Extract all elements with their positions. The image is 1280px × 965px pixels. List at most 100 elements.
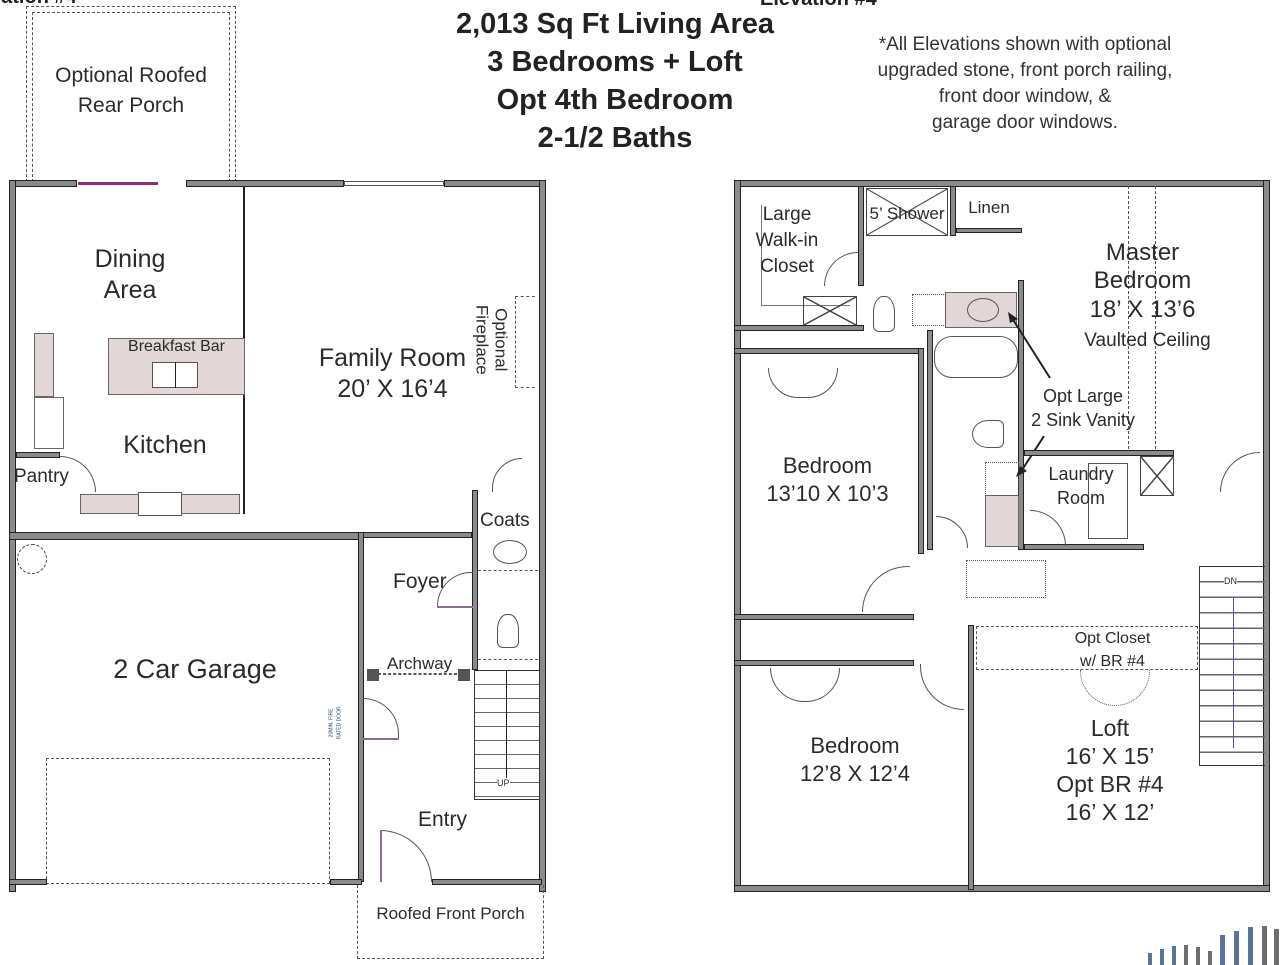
rear-porch-label: Rear Porch (77, 94, 185, 117)
fire-door-leaf (363, 738, 399, 740)
powder-floor-lines (478, 570, 538, 660)
note-line: front door window, & (938, 86, 1112, 107)
brand-logo-bars (1148, 926, 1279, 965)
vanity-callout: Opt Large (1042, 386, 1124, 406)
opt-closet-outline (976, 626, 1198, 670)
front-door-leaf (380, 830, 382, 882)
washer-dryer (1088, 463, 1128, 539)
hall-attic-access (966, 560, 1046, 598)
master-bedroom-size: 18’ X 13’6 (1089, 296, 1196, 323)
note-line: garage door windows. (932, 112, 1118, 133)
powder-sink (493, 540, 527, 564)
vaulted-ceiling-line (1128, 186, 1156, 454)
opt-vanity-hall-outline (985, 462, 1019, 496)
rear-porch-inner (32, 12, 230, 182)
vaulted-ceiling-label: Vaulted Ceiling (1084, 330, 1211, 351)
rear-porch-label: Optional Roofed (55, 64, 207, 87)
walk-in-closet-label: Large (762, 204, 812, 225)
staircase-down (1199, 566, 1265, 766)
garage-door-outline (46, 758, 330, 884)
bedroom2-size: 13’10 X 10’3 (766, 481, 889, 506)
linen-wall (956, 228, 1022, 233)
bedroom3-size: 12’8 X 12’4 (799, 761, 911, 786)
hvac-xbox (1140, 456, 1174, 496)
bedroom3-right-wall (968, 625, 974, 890)
range (138, 492, 182, 516)
elevation-label-left: Elevation #4 (0, 0, 77, 9)
bedroom2-right-wall (918, 348, 924, 554)
garage-front-wall-left (9, 879, 47, 885)
opt-bedroom-line: Opt 4th Bedroom (496, 84, 734, 116)
family-room-label: Family Room (318, 344, 467, 372)
bathtub (934, 336, 1018, 378)
bedroom3-top-wall (734, 660, 914, 666)
dining-area-label: Dining (94, 245, 166, 273)
front-porch-label: Roofed Front Porch (376, 904, 525, 923)
fridge (34, 397, 64, 449)
dining-area-label: Area (103, 276, 157, 304)
rear-porch-outline (26, 6, 236, 182)
stairs-down-arrow (1233, 598, 1234, 748)
garage-label: 2 Car Garage (113, 654, 277, 684)
garage-front-wall-right (330, 879, 362, 885)
family-window (344, 181, 444, 186)
baths-line: 2-1/2 Baths (537, 122, 693, 154)
toilet-master (873, 296, 895, 332)
note-line: upgraded stone, front porch railing, (877, 60, 1173, 81)
bedrooms-line: 3 Bedrooms + Loft (487, 46, 743, 78)
powder-door-leaf (437, 606, 473, 608)
master-bedroom-label: Master (1105, 239, 1180, 266)
laundry-label: Laundry (1048, 464, 1114, 484)
sqft-line: 2,013 Sq Ft Living Area (455, 8, 775, 40)
bedroom2-top-wall (734, 348, 924, 354)
entry-front-wall (432, 879, 542, 885)
loft-label: Loft (1090, 715, 1130, 741)
opt-br4-label: Opt BR #4 (1056, 771, 1164, 797)
elevation-label-center: Elevation #4 (760, 0, 877, 11)
opt-closet-label: Opt Closet (1074, 630, 1151, 647)
bath-right-wall (1018, 280, 1024, 550)
bath-left-wall (927, 330, 933, 550)
stairs-up-label: UP (497, 778, 510, 789)
stairs-arrow-line (506, 670, 507, 782)
archway-column-right (458, 669, 470, 681)
rear-slider-door (78, 182, 158, 185)
shower-wall (950, 186, 956, 236)
note-line: *All Elevations shown with optional (878, 34, 1172, 55)
master-bedroom-label: Bedroom (1093, 267, 1192, 294)
coats-label: Coats (480, 510, 530, 531)
breakfast-bar-label: Breakfast Bar (128, 338, 225, 355)
walk-in-closet-label: Closet (760, 256, 814, 277)
optional-fireplace-outline (515, 296, 535, 388)
exterior-wall-right (539, 180, 546, 892)
exterior-wall-bottom (734, 885, 1270, 892)
water-heater (17, 544, 47, 574)
sink-divider (175, 362, 176, 388)
toilet-hall (972, 420, 1004, 448)
archway-label: Archway (387, 654, 453, 673)
shower (866, 188, 948, 236)
archway-column-left (367, 669, 379, 681)
foyer-label: Foyer (393, 570, 447, 593)
bedroom3-label: Bedroom (810, 733, 900, 758)
laundry-bottom-wall (1024, 544, 1144, 550)
opt-br4-size: 16’ X 12’ (1065, 799, 1155, 825)
opt-vanity-outline (912, 294, 946, 326)
closet-right-wall (858, 186, 864, 286)
bedroom2-bottom-wall (734, 614, 914, 620)
laundry-top-wall (1024, 450, 1174, 456)
linen-label: Linen (968, 198, 1010, 217)
laundry-label: Room (1056, 488, 1105, 508)
pantry-wall (16, 452, 60, 458)
vanity-hall (985, 495, 1019, 547)
kitchen-left-counter (34, 333, 54, 397)
walk-in-closet-label: Walk-in (755, 230, 819, 251)
entry-label: Entry (418, 808, 468, 831)
vanity-sink (967, 298, 999, 322)
bedroom2-label: Bedroom (782, 453, 873, 478)
closet-bottom-wall (734, 325, 864, 331)
loft-size: 16’ X 15’ (1065, 743, 1155, 769)
powder-toilet (497, 614, 519, 648)
shower-label: 5’ Shower (869, 204, 945, 223)
vanity-callout: 2 Sink Vanity (1031, 410, 1135, 430)
